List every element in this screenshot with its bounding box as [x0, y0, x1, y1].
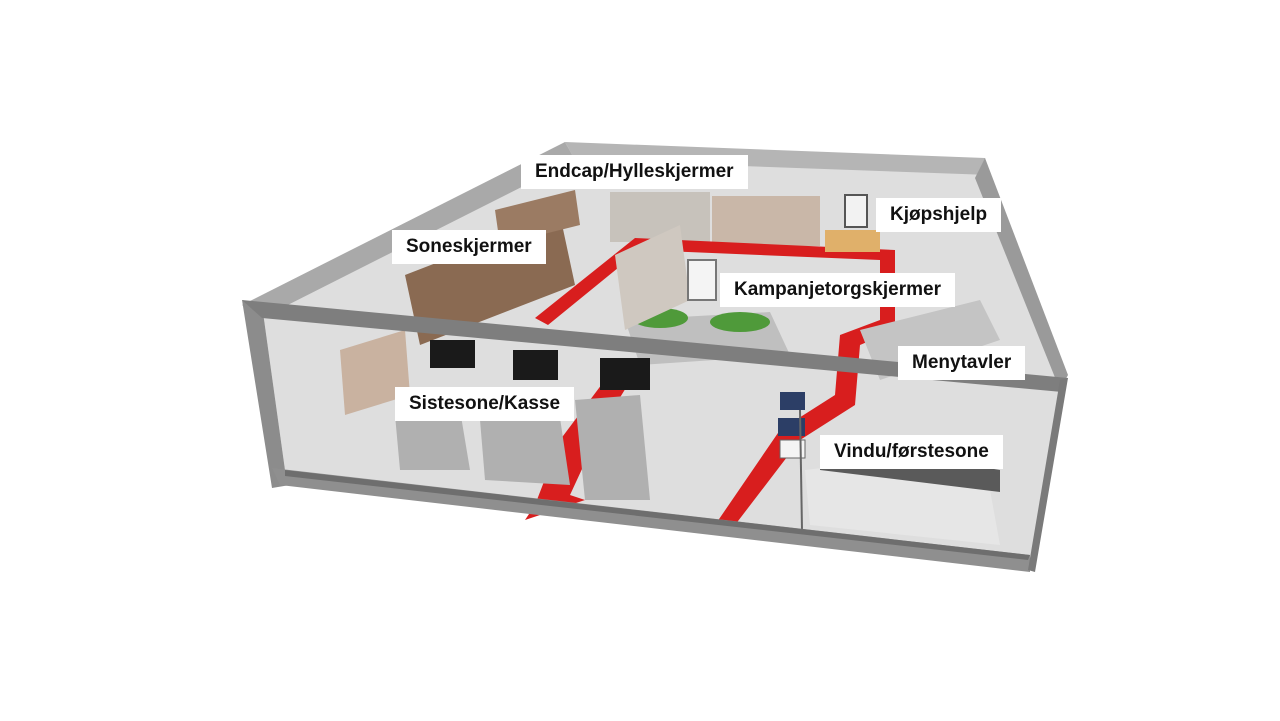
back-wall-right: [565, 142, 990, 175]
help-kiosk-screen: [844, 194, 868, 228]
help-kiosk-desk: [825, 230, 880, 252]
window-sign-2: [778, 418, 805, 436]
front-wall-right: [1028, 378, 1068, 572]
label-kjopshjelp: Kjøpshjelp: [876, 198, 1002, 232]
window-sign-1: [780, 392, 805, 410]
back-shelf-2: [712, 196, 820, 246]
label-menytavler: Menytavler: [898, 346, 1026, 380]
window-sign-3: [779, 439, 806, 459]
checkout-screens: [430, 340, 650, 390]
back-shelf-1: [610, 192, 710, 242]
campaign-screen: [687, 259, 717, 301]
front-wall-top: [242, 300, 1068, 392]
checkout-screen-2: [513, 350, 558, 380]
checkout-lane-1: [395, 410, 470, 470]
label-endcap: Endcap/Hylleskjermer: [521, 155, 748, 189]
right-counter: [860, 300, 1000, 380]
checkout-screen-1: [430, 340, 475, 368]
label-kampanjetorg: Kampanjetorgskjermer: [720, 273, 955, 307]
label-vindu: Vindu/førstesone: [820, 435, 1003, 469]
front-wall-floor-lip: [285, 470, 1030, 560]
window-sign-pole: [799, 409, 803, 531]
center-gondola: [615, 225, 690, 330]
front-wall-left: [242, 300, 290, 488]
checkout-screen-3: [600, 358, 650, 390]
label-sistesone: Sistesone/Kasse: [395, 387, 575, 421]
checkout-lane-3: [575, 395, 650, 500]
produce-green-2: [710, 312, 770, 332]
label-soneskjermer: Soneskjermer: [392, 230, 546, 264]
magazine-rack: [340, 330, 410, 415]
checkout-lanes: [395, 395, 650, 500]
checkout-lane-2: [480, 418, 570, 485]
